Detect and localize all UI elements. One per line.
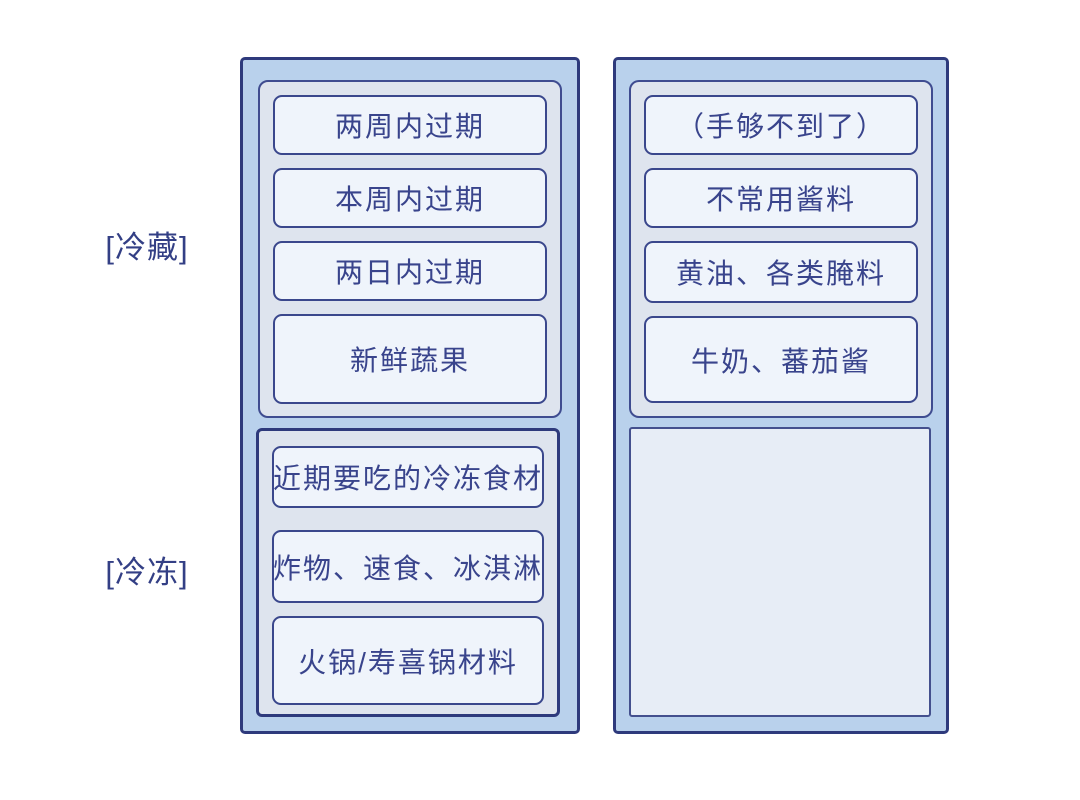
door-column: （手够不到了） 不常用酱料 黄油、各类腌料 牛奶、蕃茄酱 — [613, 57, 949, 734]
freezer-section-label: [冷冻] — [105, 555, 189, 590]
door-shelf-out-of-reach: （手够不到了） — [644, 95, 918, 155]
door-empty-area — [629, 427, 931, 717]
fridge-shelf-expire-two-days: 两日内过期 — [273, 241, 547, 301]
freezer-shelf-eat-soon: 近期要吃的冷冻食材 — [272, 446, 544, 508]
fridge-shelf-fresh-produce: 新鲜蔬果 — [273, 314, 547, 404]
fridge-section-label: [冷藏] — [105, 230, 189, 265]
door-shelf-section: （手够不到了） 不常用酱料 黄油、各类腌料 牛奶、蕃茄酱 — [629, 80, 933, 418]
main-compartment-column: 两周内过期 本周内过期 两日内过期 新鲜蔬果 近期要吃的冷冻食材 炸物、速食、冰… — [240, 57, 580, 734]
fridge-shelf-expire-two-weeks: 两周内过期 — [273, 95, 547, 155]
fridge-shelf-expire-this-week: 本周内过期 — [273, 168, 547, 228]
freezer-shelf-fried-instant-icecream: 炸物、速食、冰淇淋 — [272, 530, 544, 603]
freezer-section: 近期要吃的冷冻食材 炸物、速食、冰淇淋 火锅/寿喜锅材料 — [256, 428, 560, 717]
door-shelf-milk-ketchup: 牛奶、蕃茄酱 — [644, 316, 918, 403]
door-shelf-rare-sauces: 不常用酱料 — [644, 168, 918, 228]
freezer-shelf-hotpot-sukiyaki: 火锅/寿喜锅材料 — [272, 616, 544, 705]
door-shelf-butter-marinades: 黄油、各类腌料 — [644, 241, 918, 303]
fridge-section: 两周内过期 本周内过期 两日内过期 新鲜蔬果 — [258, 80, 562, 418]
